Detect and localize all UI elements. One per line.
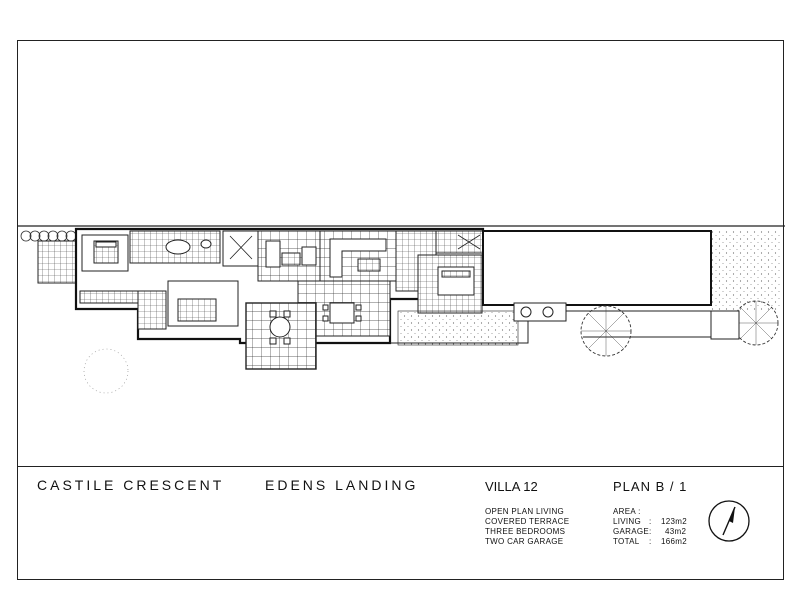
feature-4: TWO CAR GARAGE bbox=[485, 537, 564, 546]
hall-strip bbox=[79, 290, 141, 304]
bed-icon bbox=[93, 240, 119, 264]
feature-1: OPEN PLAN LIVING bbox=[485, 507, 565, 516]
feature-2: COVERED TERRACE bbox=[485, 517, 570, 526]
villa-number: VILLA 12 bbox=[485, 479, 538, 494]
plan-number: PLAN B / 1 bbox=[613, 479, 688, 494]
street-name: CASTILE CRESCENT bbox=[37, 477, 225, 493]
bathroom-2 bbox=[435, 230, 484, 254]
basin-icon bbox=[200, 239, 212, 249]
area-heading: AREA : bbox=[613, 507, 641, 516]
tree-icon bbox=[580, 305, 632, 357]
hedge bbox=[20, 230, 77, 242]
estate-name: EDENS LANDING bbox=[265, 477, 419, 493]
garage bbox=[482, 230, 712, 306]
driveway bbox=[711, 231, 781, 311]
tree-icon bbox=[83, 348, 129, 394]
area-garage-value: 43m2 bbox=[665, 527, 687, 536]
area-sep: : bbox=[649, 517, 652, 526]
terrace-table-icon bbox=[269, 310, 291, 345]
area-total-value: 166m2 bbox=[661, 537, 687, 546]
area-total-label: TOTAL bbox=[613, 537, 640, 546]
bed-icon bbox=[177, 298, 217, 322]
tree-icon bbox=[733, 300, 779, 346]
garden-bed bbox=[397, 310, 519, 346]
area-sep: : bbox=[649, 537, 652, 546]
entry-patio bbox=[37, 240, 77, 284]
bathtub-icon bbox=[165, 239, 191, 255]
drawing-sheet bbox=[17, 40, 785, 580]
title-block: CASTILE CRESCENT EDENS LANDING VILLA 12 … bbox=[17, 466, 784, 580]
area-garage-label: GARAGE bbox=[613, 527, 650, 536]
planter bbox=[513, 302, 567, 322]
area-sep: : bbox=[649, 527, 652, 536]
dining-table-icon bbox=[322, 302, 362, 324]
sofa-icon bbox=[265, 240, 317, 268]
feature-3: THREE BEDROOMS bbox=[485, 527, 566, 536]
floor-plan bbox=[18, 225, 785, 394]
north-arrow-icon bbox=[708, 500, 750, 542]
area-living-label: LIVING bbox=[613, 517, 642, 526]
bed-icon bbox=[437, 266, 475, 296]
kitchen-bench bbox=[329, 238, 387, 278]
bedroom-2-entry bbox=[137, 290, 167, 330]
area-living-value: 123m2 bbox=[661, 517, 687, 526]
bin-area bbox=[710, 310, 740, 340]
